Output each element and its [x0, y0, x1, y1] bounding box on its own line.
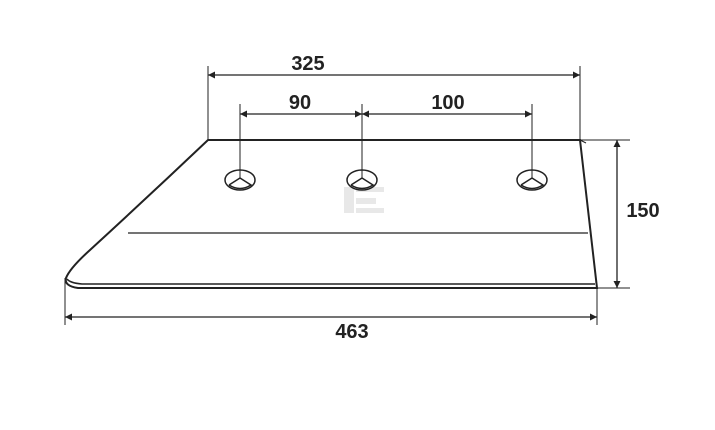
dimension-label-463: 463: [335, 321, 368, 343]
dimension-label-325: 325: [291, 53, 324, 75]
dimension-label-90: 90: [289, 92, 311, 114]
dimension-label-150: 150: [626, 200, 659, 222]
watermark-logo: [344, 187, 384, 213]
part-outline: [64, 139, 599, 289]
dimension-label-100: 100: [431, 92, 464, 114]
bevel-edge-line: [66, 278, 595, 285]
